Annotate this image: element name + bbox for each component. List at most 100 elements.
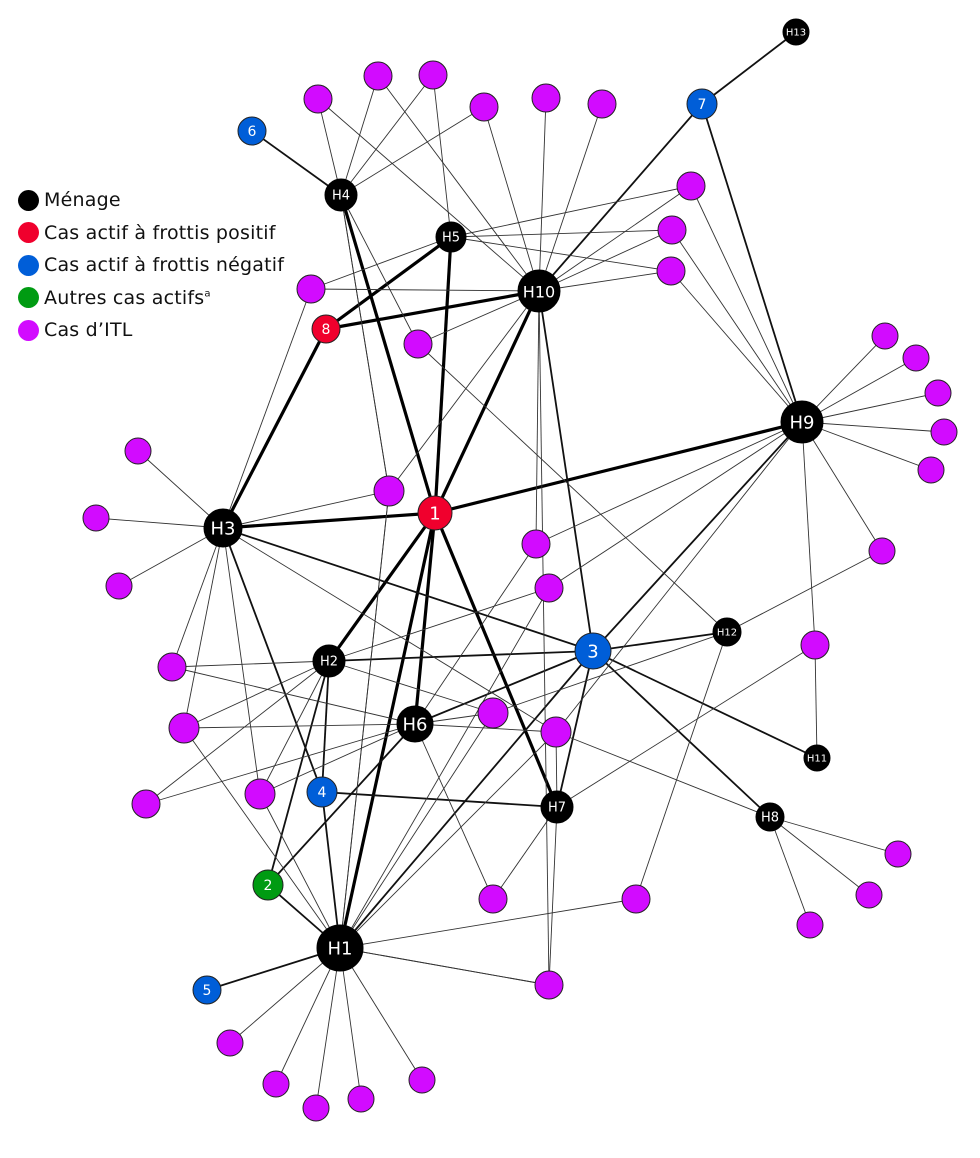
node-circle-H6 xyxy=(396,705,434,743)
edge-L11-H4 xyxy=(340,194,419,345)
node-L12 xyxy=(871,322,899,350)
edge-C1-H9 xyxy=(434,420,803,515)
edge-L7-H9 xyxy=(690,185,803,423)
edge-C8-H3 xyxy=(221,328,328,529)
node-C2: 2 xyxy=(252,869,284,901)
edge-L23-H9 xyxy=(548,421,803,589)
node-H6: H6 xyxy=(396,705,434,743)
edge-L9-H10 xyxy=(538,270,672,292)
edge-C1-H7 xyxy=(433,512,559,808)
edge-L37-H1 xyxy=(229,947,341,1044)
node-L22 xyxy=(521,529,551,559)
node-L13 xyxy=(902,344,930,372)
edge-C1-H2 xyxy=(327,512,437,662)
node-label-C7: 7 xyxy=(698,97,707,113)
node-circle-L4 xyxy=(469,92,499,122)
node-circle-L34 xyxy=(884,840,912,868)
edge-C6-H4 xyxy=(251,130,342,196)
node-L27 xyxy=(244,778,276,810)
node-label-H4: H4 xyxy=(332,189,350,204)
node-circle-H11 xyxy=(803,744,831,772)
node-L38 xyxy=(262,1070,290,1098)
node-circle-L22 xyxy=(521,529,551,559)
edge-L29-H6 xyxy=(414,723,557,733)
node-circle-L41 xyxy=(408,1066,436,1094)
edge-C3-H11 xyxy=(592,650,818,759)
edge-L21-H10 xyxy=(388,290,540,492)
node-L24 xyxy=(157,652,187,682)
node-L37 xyxy=(216,1029,244,1057)
node-H8: H8 xyxy=(755,802,785,832)
node-L2 xyxy=(363,61,393,91)
node-label-H8: H8 xyxy=(761,811,779,826)
node-circle-H1 xyxy=(316,924,364,972)
node-circle-H7 xyxy=(540,790,574,824)
edge-L25-H2 xyxy=(183,660,330,729)
node-L21 xyxy=(373,475,405,507)
node-L18 xyxy=(124,437,152,465)
edge-C4-H3 xyxy=(222,527,323,793)
node-C3: 3 xyxy=(574,632,612,670)
node-circle-L33 xyxy=(534,970,564,1000)
edge-L8-H9 xyxy=(671,229,803,423)
edge-L30-H9 xyxy=(801,421,816,646)
edge-L29-H3 xyxy=(222,527,557,733)
edge-C1-H4 xyxy=(339,194,437,514)
node-circle-L37 xyxy=(216,1029,244,1057)
node-circle-L19 xyxy=(82,504,110,532)
edge-L28-H1 xyxy=(339,712,494,949)
edge-L10-H5 xyxy=(310,236,452,290)
node-L10 xyxy=(296,274,326,304)
node-circle-L15 xyxy=(930,418,958,446)
edge-L2-H10 xyxy=(377,75,540,292)
edge-C2-H2 xyxy=(267,660,330,886)
edge-C8-H10 xyxy=(325,289,540,331)
edge-C7-H13 xyxy=(701,31,797,105)
node-C5: 5 xyxy=(192,975,222,1005)
edge-L34-H8 xyxy=(769,816,899,855)
node-label-H9: H9 xyxy=(790,413,815,434)
edge-C1-H3 xyxy=(222,511,436,530)
node-circle-H9 xyxy=(780,400,824,444)
node-circle-L29 xyxy=(540,716,572,748)
node-label-C1: 1 xyxy=(429,504,440,525)
legend-label-smear-negative: Cas actif à frottis négatif xyxy=(44,254,285,277)
edge-L4-H10 xyxy=(483,106,540,292)
edge-C7-H10 xyxy=(538,103,703,292)
node-L6 xyxy=(587,89,617,119)
legend-dot-household xyxy=(18,189,39,211)
edge-C1-H1 xyxy=(338,512,437,949)
edge-L42-H10 xyxy=(538,290,550,986)
legend-dot-other-active xyxy=(18,287,39,309)
edge-L42-H1 xyxy=(339,947,550,986)
edge-C1-H5 xyxy=(433,236,453,514)
node-circle-H5 xyxy=(435,221,467,253)
node-circle-L26 xyxy=(131,789,161,819)
node-L17 xyxy=(868,537,896,565)
edge-L25-H1 xyxy=(183,727,341,949)
edge-L35-H8 xyxy=(769,816,870,896)
node-label-H3: H3 xyxy=(211,519,236,540)
edge-C4-H2 xyxy=(321,660,330,793)
node-circle-C1 xyxy=(417,495,453,531)
node-L32 xyxy=(621,884,651,914)
node-label-H11: H11 xyxy=(807,754,827,765)
node-circle-C3 xyxy=(574,632,612,670)
node-H13: H13 xyxy=(782,18,810,46)
node-circle-L36 xyxy=(796,911,824,939)
node-circle-C6 xyxy=(237,116,267,146)
node-circle-C7 xyxy=(686,88,718,120)
edge-C3-H3 xyxy=(222,527,594,652)
node-C7: 7 xyxy=(686,88,718,120)
node-H2: H2 xyxy=(312,644,346,678)
node-circle-L21 xyxy=(373,475,405,507)
edge-L28-H2 xyxy=(328,660,494,714)
node-L36 xyxy=(796,911,824,939)
edge-L6-H10 xyxy=(538,103,603,292)
node-circle-H4 xyxy=(324,178,358,212)
legend-item-other-active: Autres cas actifsa xyxy=(18,282,284,315)
node-C8: 8 xyxy=(311,314,341,344)
edge-L27-H3 xyxy=(222,527,261,795)
node-L1 xyxy=(303,84,333,114)
